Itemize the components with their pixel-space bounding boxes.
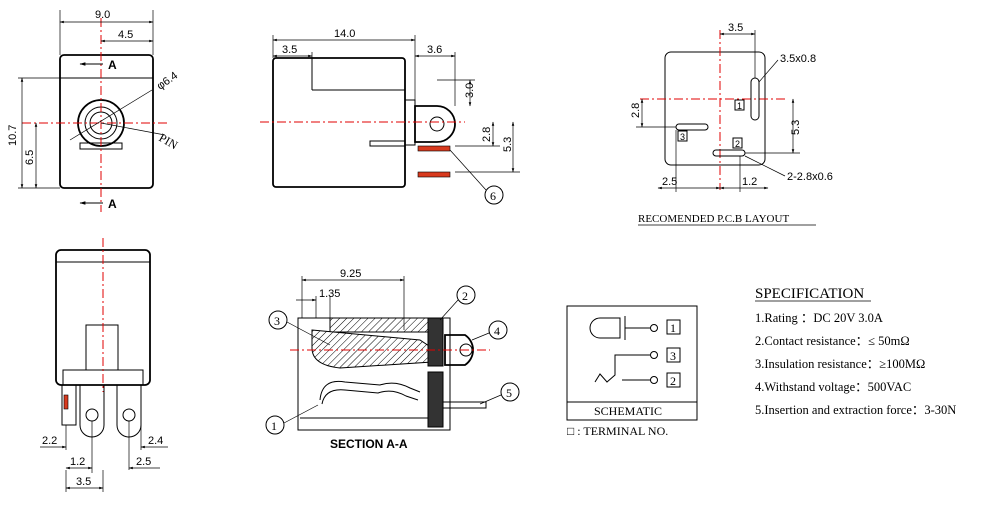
- bottom-dim-b: 2.4: [148, 435, 163, 447]
- specification: SPECIFICATION 1.Rating ：DC 20V 3.0A 2.Co…: [755, 286, 956, 417]
- section-contact-lower: [427, 371, 444, 428]
- section-view: 9.25 1.35 3 1 2 4 5 SECTION A-A: [265, 268, 520, 451]
- pcb-dim-bottom-left: 2.5: [662, 176, 677, 188]
- section-pin-out: [442, 401, 487, 409]
- pcb-term-3: 3: [680, 132, 685, 142]
- side-lug-hole: [429, 116, 445, 132]
- pcb-dim-slot2: 2-2.8x0.6: [787, 171, 833, 183]
- side-pin-lower: [417, 171, 451, 178]
- dim-3-0: 3.0: [464, 83, 476, 98]
- side-view: 14.0 3.5 3.6 3.0 2.8 5.3 6: [260, 28, 520, 205]
- callout-2: 2: [462, 289, 468, 303]
- dim-diameter: φ6.4: [155, 70, 180, 93]
- bottom-dim-a: 2.2: [42, 435, 57, 447]
- bottom-pin-center: [79, 384, 105, 438]
- section-terminal-lug: [444, 334, 474, 366]
- pcb-term-1: 1: [737, 101, 742, 111]
- callout-3: 3: [274, 314, 280, 328]
- section-center-pin-hatch: [311, 329, 433, 369]
- schematic-box: [566, 305, 698, 421]
- schematic-legend: □ : TERMINAL NO.: [567, 424, 668, 438]
- dim-center-height: 6.5: [24, 150, 36, 165]
- pcb-dim-slot1: 3.5x0.8: [780, 53, 816, 65]
- dim-half-width: 4.5: [118, 29, 133, 41]
- schematic-title: SCHEMATIC: [594, 404, 662, 418]
- schematic-pin-symbol: [589, 317, 621, 339]
- bottom-dim-c: 1.2: [70, 456, 85, 468]
- callout-6-circle: [484, 185, 504, 205]
- dim-back-depth: 3.6: [427, 44, 442, 56]
- dim-5-3: 5.3: [502, 137, 514, 152]
- bottom-center-block: [85, 324, 119, 371]
- spec-item-4: 4.Withstand voltage：500VAC: [755, 380, 911, 394]
- section-dim-inner: 1.35: [319, 288, 340, 300]
- pcb-dim-bottom-mid: 1.2: [742, 176, 757, 188]
- dim-2-8: 2.8: [481, 127, 493, 142]
- pcb-layout: 1 3 2 3.5 3.5x0.8 2.8 5.3 2.5 1.2 2-2.8x…: [630, 22, 833, 226]
- section-mark-bottom: A: [108, 197, 117, 211]
- pcb-dim-right: 5.3: [790, 120, 802, 135]
- front-view: 9.0 4.5 10.7 6.5 φ6.4 PIN A A: [7, 9, 181, 212]
- pcb-dim-top: 3.5: [728, 22, 743, 34]
- section-spring: [319, 380, 421, 401]
- spec-item-1: 1.Rating ：DC 20V 3.0A: [755, 311, 883, 325]
- section-top-shell: [310, 317, 431, 333]
- pcb-slot-3: [675, 123, 709, 131]
- side-terminal-lug: [414, 105, 456, 143]
- section-dim-top: 9.25: [340, 268, 361, 280]
- dim-height: 10.7: [7, 125, 19, 146]
- bottom-dim-d: 2.5: [136, 456, 151, 468]
- schem-term-3: 3: [670, 349, 676, 363]
- pcb-dim-left: 2.8: [630, 103, 642, 118]
- bottom-pin-left: [61, 384, 77, 426]
- side-pin-upper: [417, 145, 451, 152]
- spec-title: SPECIFICATION: [755, 286, 864, 302]
- section-contact-upper: [427, 317, 444, 367]
- pcb-term-2: 2: [735, 139, 740, 149]
- pcb-slot-2: [712, 149, 746, 157]
- pcb-footprint-outline: [664, 51, 766, 166]
- callout-6: 6: [490, 189, 496, 203]
- callout-1: 1: [271, 419, 277, 433]
- dim-width: 9.0: [95, 9, 110, 21]
- front-body-outline: [59, 54, 154, 189]
- bottom-dim-e: 3.5: [76, 476, 91, 488]
- schem-term-2: 2: [670, 374, 676, 388]
- bottom-view: 2.2 2.4 1.2 2.5 3.5: [40, 238, 168, 492]
- spec-item-3: 3.Insulation resistance：≥100MΩ: [755, 357, 925, 371]
- callout-5: 5: [506, 386, 512, 400]
- dim-length: 14.0: [334, 28, 355, 40]
- callout-4: 4: [494, 324, 500, 338]
- pcb-caption: RECOMENDED P.C.B LAYOUT: [638, 213, 789, 225]
- spec-item-5: 5.Insertion and extraction force：3-30N: [755, 403, 956, 417]
- schematic: 1 3 2 SCHEMATIC □ : TERMINAL NO.: [566, 305, 698, 438]
- section-mark-top: A: [108, 58, 117, 72]
- schem-term-1: 1: [670, 321, 676, 335]
- dim-front-depth: 3.5: [282, 44, 297, 56]
- section-caption: SECTION A-A: [330, 437, 408, 451]
- spec-item-2: 2.Contact resistance：≤ 50mΩ: [755, 334, 910, 348]
